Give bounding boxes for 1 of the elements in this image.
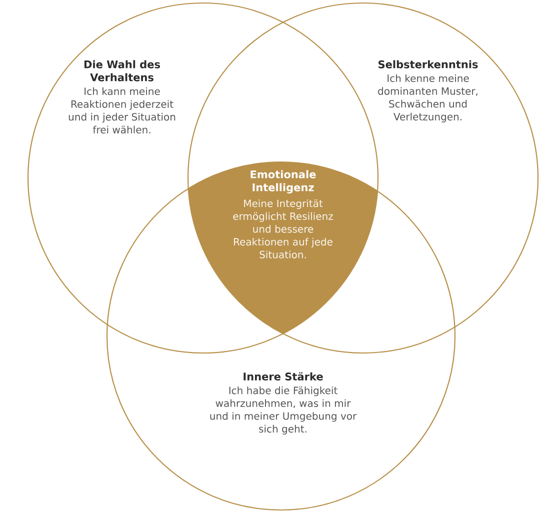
- intersection-region: Emotionale Intelligenz Meine Integrität ermöglicht Resilienz und bessere Reaktionen auf jede Situation.: [188, 162, 378, 334]
